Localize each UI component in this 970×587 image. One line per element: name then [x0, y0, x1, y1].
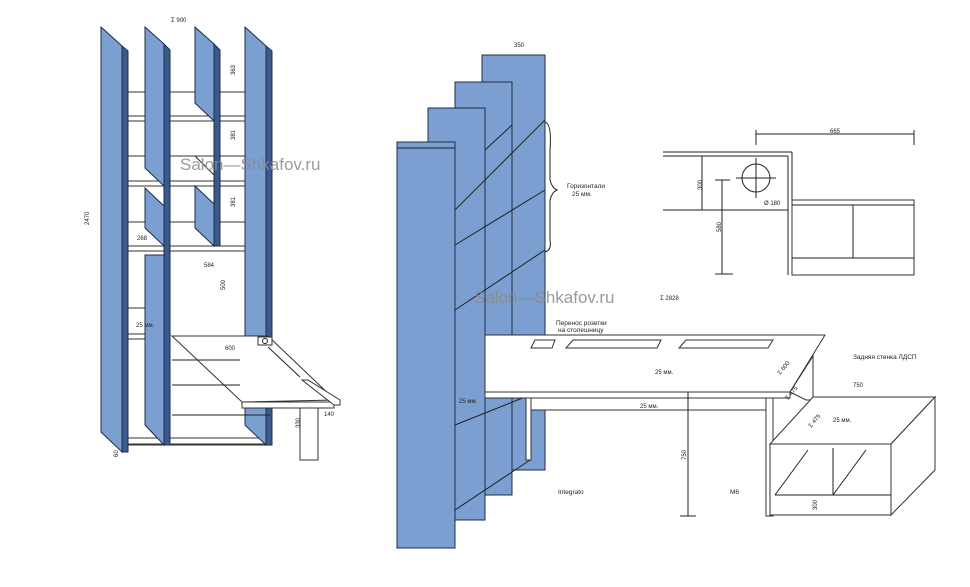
- dim-desk-depth: 600: [225, 346, 236, 352]
- dim-shelf-3: 381: [231, 196, 237, 207]
- dim-top-shelf: 363: [231, 64, 237, 75]
- dim-cell-width: 268: [137, 236, 148, 242]
- dim-cabinet-top: 25 мм.: [833, 418, 852, 424]
- brace-icon: [544, 121, 559, 253]
- dim-total-length: Σ 2828: [660, 296, 679, 302]
- dim-height: 2470: [85, 211, 91, 225]
- dim-hole-offset: 580: [717, 221, 723, 232]
- dim-hole-diameter: Ø 180: [764, 201, 781, 207]
- label-integrato: Integrato: [558, 489, 584, 496]
- dim-cabinet-width: 750: [853, 383, 864, 389]
- socket-icon: [530, 339, 556, 349]
- dim-cabinet-plinth: 300: [813, 499, 819, 510]
- dim-desk-height: 750: [682, 449, 688, 460]
- socket-icon: [257, 336, 273, 346]
- right-shelves: [454, 119, 546, 511]
- cable-slot-1: [564, 339, 662, 349]
- dim-plinth: 60: [114, 450, 120, 457]
- watermark-right: Salon—Shkafov.ru: [474, 288, 614, 307]
- left-bookcase: Σ 900 2470 363 381 381 268 584 500 25 мм…: [85, 18, 341, 461]
- side-cabinet: [769, 443, 892, 516]
- dim-desk-leg: 330: [296, 417, 302, 428]
- detail-view: 665 300 580 Ø 180: [663, 129, 915, 276]
- dim-shelf-thickness: 25 мм.: [136, 323, 155, 329]
- dim-apron-thickness: 25 мм.: [640, 404, 659, 410]
- dim-opening-width: 584: [204, 263, 215, 269]
- dim-desk-thickness: 25 мм.: [655, 370, 674, 376]
- dim-opening-height: 500: [221, 279, 227, 290]
- dim-side-shelf: 25 мм.: [459, 399, 478, 405]
- watermark-left: Salon—Shkafov.ru: [180, 155, 320, 174]
- label-m6: M6: [730, 489, 739, 496]
- dim-detail-width: 665: [830, 129, 841, 135]
- dim-hole-height: 300: [698, 179, 704, 190]
- dim-total-width: Σ 900: [171, 18, 187, 24]
- left-side-panel: [100, 25, 123, 454]
- back-wall-note: Задняя стенка ЛДСП: [853, 354, 917, 361]
- dim-shelf-2: 381: [231, 129, 237, 140]
- dim-panel-depth: 350: [514, 43, 525, 49]
- dim-desk-lip: 140: [324, 412, 335, 418]
- front-side-panel: [396, 141, 456, 549]
- cable-slot-2: [677, 339, 774, 349]
- fold-down-desk: [170, 335, 341, 461]
